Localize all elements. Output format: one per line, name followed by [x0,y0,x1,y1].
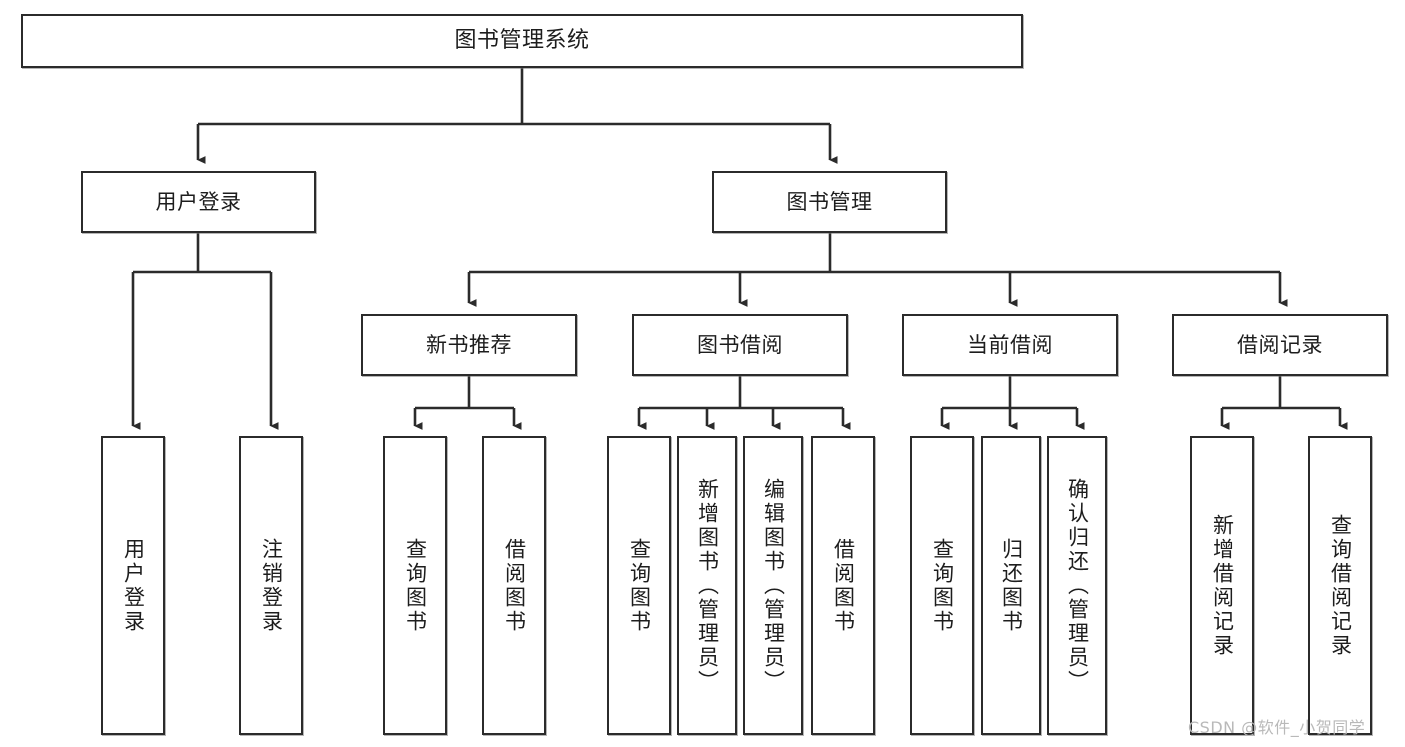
node-label: 当前借阅 [967,332,1053,357]
node-book-management[interactable]: 图书管理 [712,171,947,233]
node-label: 查询借阅记录 [1328,513,1353,658]
node-label: 新增借阅记录 [1210,513,1235,658]
node-label: 用户登录 [121,537,146,634]
leaf-current-borrow-return-book[interactable]: 归还图书 [981,436,1041,735]
node-label: 新增图书（管理员） [695,477,720,694]
leaf-borrow-record-query-record[interactable]: 查询借阅记录 [1308,436,1372,735]
node-label: 确认归还（管理员） [1065,477,1090,694]
node-label: 用户登录 [155,189,242,214]
leaf-current-borrow-query-book[interactable]: 查询图书 [910,436,974,735]
node-current-borrow[interactable]: 当前借阅 [902,314,1118,376]
node-label: 借阅图书 [502,537,527,634]
node-book-borrow[interactable]: 图书借阅 [632,314,848,376]
leaf-book-borrow-borrow-book[interactable]: 借阅图书 [811,436,875,735]
node-borrow-record[interactable]: 借阅记录 [1172,314,1388,376]
node-label: 查询图书 [403,537,428,634]
leaf-user-login-logout[interactable]: 注销登录 [239,436,303,735]
node-label: 借阅图书 [831,537,856,634]
node-label: 归还图书 [999,537,1024,634]
leaf-borrow-record-add-record[interactable]: 新增借阅记录 [1190,436,1254,735]
node-label: 查询图书 [930,537,955,634]
node-label: 借阅记录 [1237,332,1323,357]
csdn-watermark: CSDN @软件_小贺同学 [1188,718,1366,737]
node-label: 图书借阅 [697,332,783,357]
leaf-new-book-query-book[interactable]: 查询图书 [383,436,447,735]
node-new-book-recommend[interactable]: 新书推荐 [361,314,577,376]
leaf-book-borrow-add-book-admin[interactable]: 新增图书（管理员） [677,436,737,735]
node-label: 新书推荐 [426,332,512,357]
node-user-login[interactable]: 用户登录 [81,171,316,233]
node-label: 注销登录 [259,537,284,634]
leaf-user-login-login[interactable]: 用户登录 [101,436,165,735]
node-label: 查询图书 [627,537,652,634]
leaf-new-book-borrow-book[interactable]: 借阅图书 [482,436,546,735]
leaf-current-borrow-confirm-return-admin[interactable]: 确认归还（管理员） [1047,436,1107,735]
node-root-system[interactable]: 图书管理系统 [21,14,1023,68]
node-label: 图书管理系统 [454,27,590,53]
node-label: 编辑图书（管理员） [761,477,786,694]
node-label: 图书管理 [786,189,873,214]
leaf-book-borrow-query-book[interactable]: 查询图书 [607,436,671,735]
leaf-book-borrow-edit-book-admin[interactable]: 编辑图书（管理员） [743,436,803,735]
